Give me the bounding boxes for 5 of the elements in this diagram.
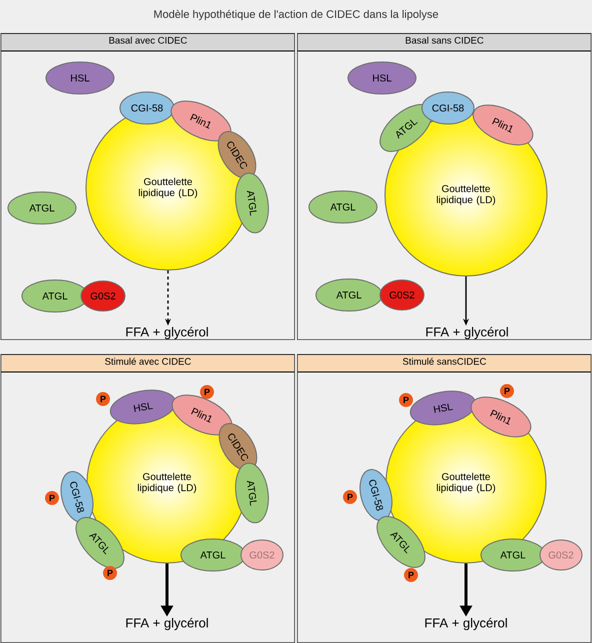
product-label: FFA + glycérol <box>425 618 507 630</box>
product-label: FFA + glycérol <box>126 326 208 340</box>
title: Modèle hypothétique de l'action de CIDEC dans la lipolyse <box>154 10 438 20</box>
product-label: FFA + glycérol <box>426 326 508 340</box>
product-label: FFA + glycérol <box>126 618 208 630</box>
